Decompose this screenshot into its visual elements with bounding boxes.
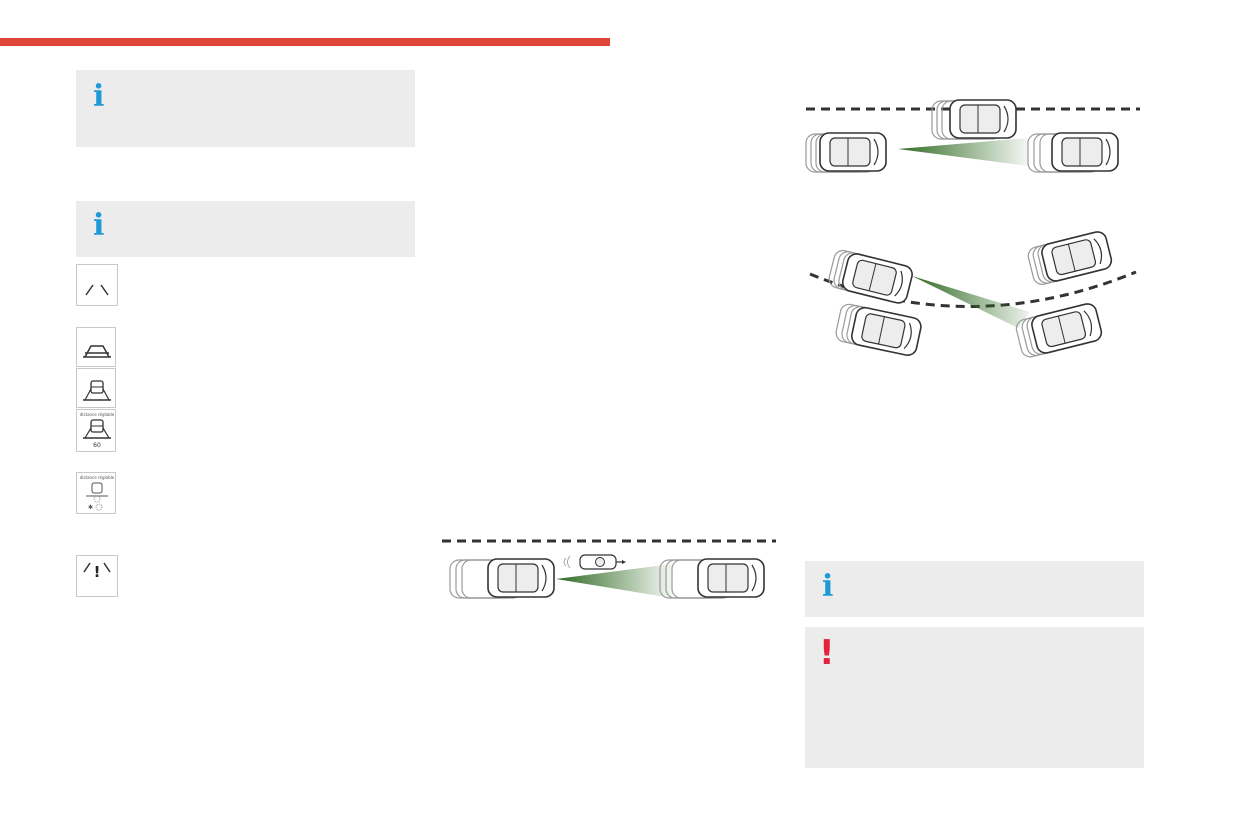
motorcycle-icon — [563, 554, 626, 570]
warning-box: ! — [805, 627, 1144, 768]
vehicle-ahead-icon — [76, 368, 116, 408]
svg-text:✱: ✱ — [88, 504, 93, 511]
info-box-3: i — [805, 561, 1144, 617]
info-icon: i — [93, 79, 105, 114]
info-box-2: i — [76, 201, 415, 257]
vehicle-ahead-speed-icon: distance réglable 60 — [76, 409, 116, 452]
info-icon: i — [822, 569, 834, 604]
info-icon: i — [93, 208, 105, 243]
vehicle-ahead-paused-icon: distance réglable ✱ — [76, 472, 116, 514]
info-box-1: i — [76, 70, 415, 147]
speed-value: 60 — [93, 442, 101, 449]
paused-caption: distance réglable — [80, 475, 115, 480]
straight-lane-detection-figure — [805, 99, 1140, 173]
motorcycle-detection-figure — [442, 539, 776, 599]
curved-lane-detection-figure — [809, 229, 1137, 360]
warning-icon: ! — [819, 633, 835, 673]
lane-lines-icon — [76, 264, 118, 306]
alert-glyph: ! — [94, 563, 101, 581]
speed-caption: distance réglable — [80, 412, 115, 417]
lane-alert-icon: ! — [76, 555, 118, 597]
road-icon — [76, 327, 116, 367]
red-header-bar — [0, 38, 610, 46]
